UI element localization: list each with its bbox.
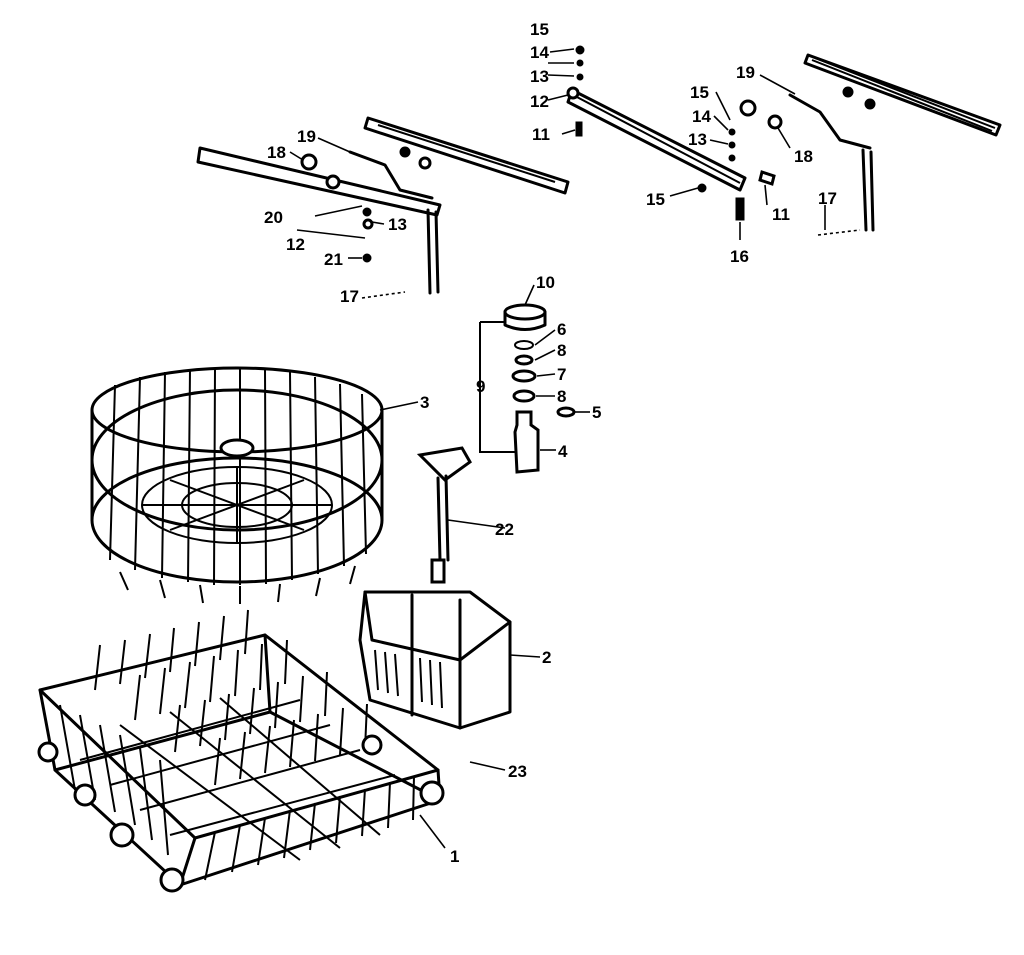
callout-15-mid: 15 (690, 83, 709, 102)
callout-13-left: 13 (388, 215, 407, 234)
callout-12-left: 12 (286, 235, 305, 254)
callout-1: 1 (450, 847, 459, 866)
callout-18-right: 18 (794, 147, 813, 166)
callout-12-right: 12 (530, 92, 549, 111)
hub-assembly (479, 303, 576, 474)
callout-19-right: 19 (736, 63, 755, 82)
callout-5: 5 (592, 403, 601, 422)
callout-15-low: 15 (646, 190, 665, 209)
basket-handle (416, 446, 472, 562)
callout-18-left: 18 (267, 143, 286, 162)
callout-8-lower: 8 (557, 387, 566, 406)
callout-labels: 1 2 3 4 5 6 8 7 8 9 10 11 11 12 12 13 13… (264, 20, 837, 866)
callout-22: 22 (495, 520, 514, 539)
callout-23: 23 (508, 762, 527, 781)
callout-4: 4 (558, 442, 568, 461)
callout-2: 2 (542, 648, 551, 667)
callout-3: 3 (420, 393, 429, 412)
lower-dish-rack (37, 609, 445, 893)
callout-6: 6 (557, 320, 566, 339)
callout-9: 9 (476, 377, 485, 396)
callout-21: 21 (324, 250, 343, 269)
callout-13-top: 13 (530, 67, 549, 86)
callout-14-mid: 14 (692, 107, 711, 126)
callout-17-left: 17 (340, 287, 359, 306)
callout-17-right: 17 (818, 189, 837, 208)
callout-20: 20 (264, 208, 283, 227)
callout-13-mid: 13 (688, 130, 707, 149)
callout-11-left: 11 (532, 125, 550, 144)
callout-15-top: 15 (530, 20, 549, 39)
silverware-basket (358, 558, 512, 730)
callout-19-left: 19 (297, 127, 316, 146)
callout-10: 10 (536, 273, 555, 292)
callout-16: 16 (730, 247, 749, 266)
callout-7: 7 (557, 365, 566, 384)
round-upper-rack (90, 366, 384, 604)
callout-8-upper: 8 (557, 341, 566, 360)
callout-14-top: 14 (530, 43, 549, 62)
left-slide-rail-assembly (196, 116, 570, 295)
right-slide-rail-assembly (566, 45, 1002, 232)
callout-11-right: 11 (772, 205, 790, 224)
leader-lines (289, 48, 861, 849)
